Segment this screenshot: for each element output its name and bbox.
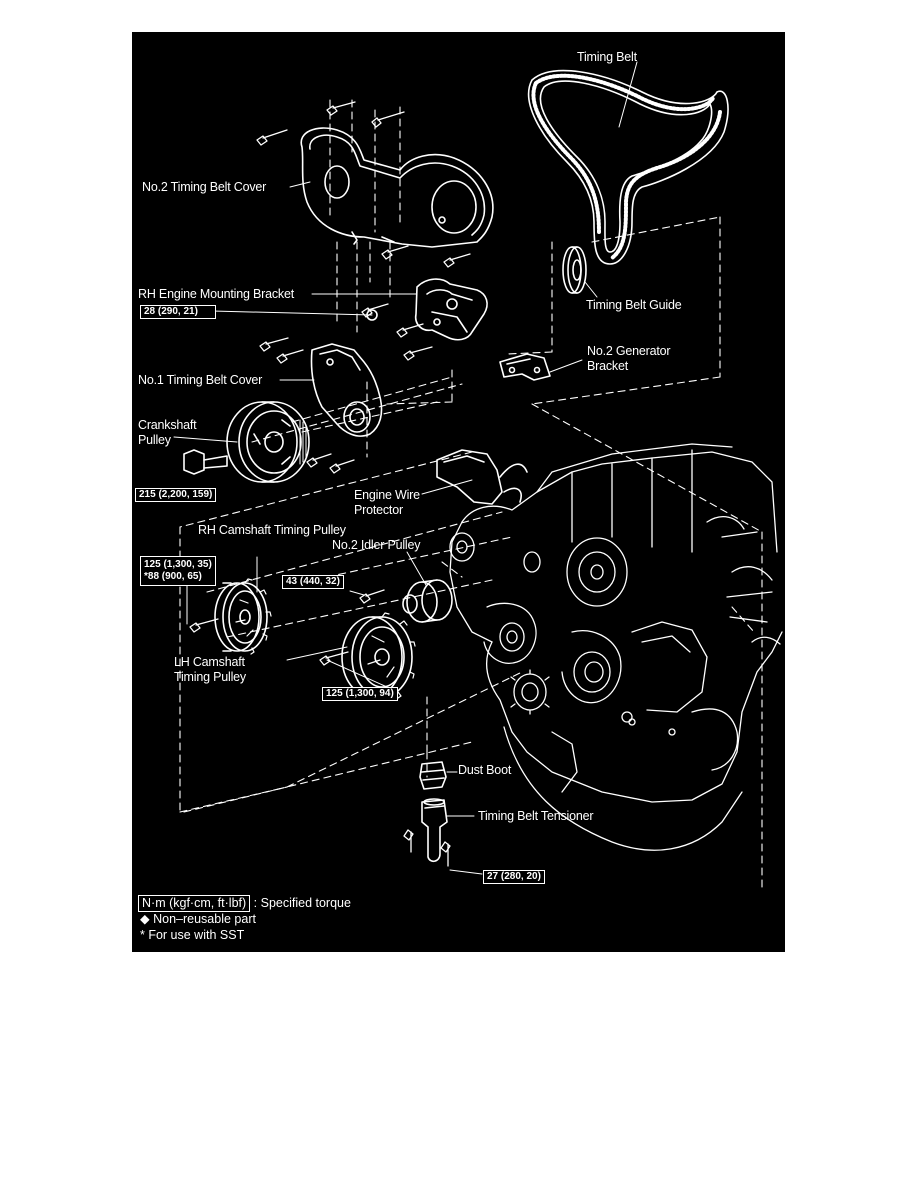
leader-lines-drawing (173, 181, 483, 875)
label-lh-camshaft-timing-pulley-line1: LH Camshaft (174, 655, 245, 669)
bolts-drawing (189, 101, 471, 867)
diamond-icon: ◆ (140, 912, 150, 926)
legend-sst: * For use with SST (140, 928, 245, 942)
no1-timing-belt-cover-drawing (310, 343, 383, 437)
label-lh-camshaft-timing-pulley-line2: Timing Pulley (174, 670, 246, 684)
legend-non-reusable: Non–reusable part (153, 912, 256, 926)
no2-timing-belt-cover-drawing (300, 127, 494, 248)
torque-lh-cam-bolt-value: 125 (1,300, 94) (326, 688, 394, 699)
timing-belt-drawing (527, 61, 729, 265)
rh-engine-mounting-bracket-drawing (366, 278, 488, 341)
torque-idler-bolt: 43 (440, 32) (282, 575, 344, 589)
legend-sst-row: * For use with SST (140, 928, 244, 943)
label-timing-belt: Timing Belt (577, 50, 637, 64)
label-timing-belt-guide: Timing Belt Guide (586, 298, 682, 312)
label-rh-camshaft-timing-pulley: RH Camshaft Timing Pulley (198, 523, 346, 537)
torque-bracket-bolt-value: 28 (290, 21) (144, 306, 198, 317)
timing-belt-tensioner-drawing (421, 798, 448, 863)
label-no2-generator-bracket-line1: No.2 Generator (587, 344, 671, 358)
label-dust-boot: Dust Boot (458, 763, 512, 777)
torque-tensioner-bolt-value: 27 (280, 20) (487, 871, 541, 882)
label-no2-generator-bracket-line2: Bracket (587, 359, 628, 373)
torque-crankshaft-pulley-bolt: 215 (2,200, 159) (135, 488, 217, 502)
legend-torque-row: N·m (kgf·cm, ft·lbf) : Specified torque (138, 895, 351, 912)
legend-torque-unit-box: N·m (kgf·cm, ft·lbf) (138, 895, 251, 912)
torque-lh-cam-bolt: 125 (1,300, 94) (322, 687, 398, 701)
torque-tensioner-bolt: 27 (280, 20) (483, 870, 545, 884)
crankshaft-pulley-bolt-drawing (183, 449, 228, 475)
engine-wire-protector-drawing (436, 449, 528, 505)
label-timing-belt-tensioner: Timing Belt Tensioner (478, 809, 594, 823)
torque-crankshaft-pulley-bolt-value: 215 (2,200, 159) (139, 489, 213, 500)
label-crankshaft-pulley-line2: Pulley (138, 433, 171, 447)
label-no2-timing-belt-cover: No.2 Timing Belt Cover (142, 180, 267, 194)
legend-torque-desc: : Specified torque (253, 896, 351, 910)
torque-rh-cam-bolt: 125 (1,300, 35) *88 (900, 65) (140, 556, 216, 586)
diagram-panel: Timing Belt No.2 Timing Belt Cover RH En… (132, 32, 785, 952)
label-crankshaft-pulley-line1: Crankshaft (138, 418, 197, 432)
torque-idler-bolt-value: 43 (440, 32) (286, 576, 340, 587)
torque-rh-cam-bolt-line2: *88 (900, 65) (144, 571, 202, 582)
no2-idler-pulley-drawing (402, 551, 453, 623)
no2-generator-bracket-drawing (499, 353, 583, 381)
torque-bracket-bolt: 28 (290, 21) (140, 305, 216, 319)
label-engine-wire-protector-line1: Engine Wire (354, 488, 420, 502)
label-rh-engine-mounting-bracket: RH Engine Mounting Bracket (138, 287, 294, 301)
label-no1-timing-belt-cover: No.1 Timing Belt Cover (138, 373, 263, 387)
timing-belt-guide-drawing (562, 246, 598, 298)
lh-camshaft-timing-pulley-drawing (341, 612, 416, 699)
label-engine-wire-protector-line2: Protector (354, 503, 403, 517)
legend-non-reusable-row: ◆ Non–reusable part (140, 912, 256, 927)
engine-block-drawing (449, 443, 783, 851)
torque-rh-cam-bolt-line1: 125 (1,300, 35) (144, 559, 212, 570)
label-no2-idler-pulley: No.2 Idler Pulley (332, 538, 421, 552)
exploded-view-drawing (173, 61, 783, 888)
dust-boot-drawing (419, 761, 447, 790)
crankshaft-pulley-drawing (226, 401, 310, 483)
rh-camshaft-timing-pulley-drawing (214, 578, 272, 655)
